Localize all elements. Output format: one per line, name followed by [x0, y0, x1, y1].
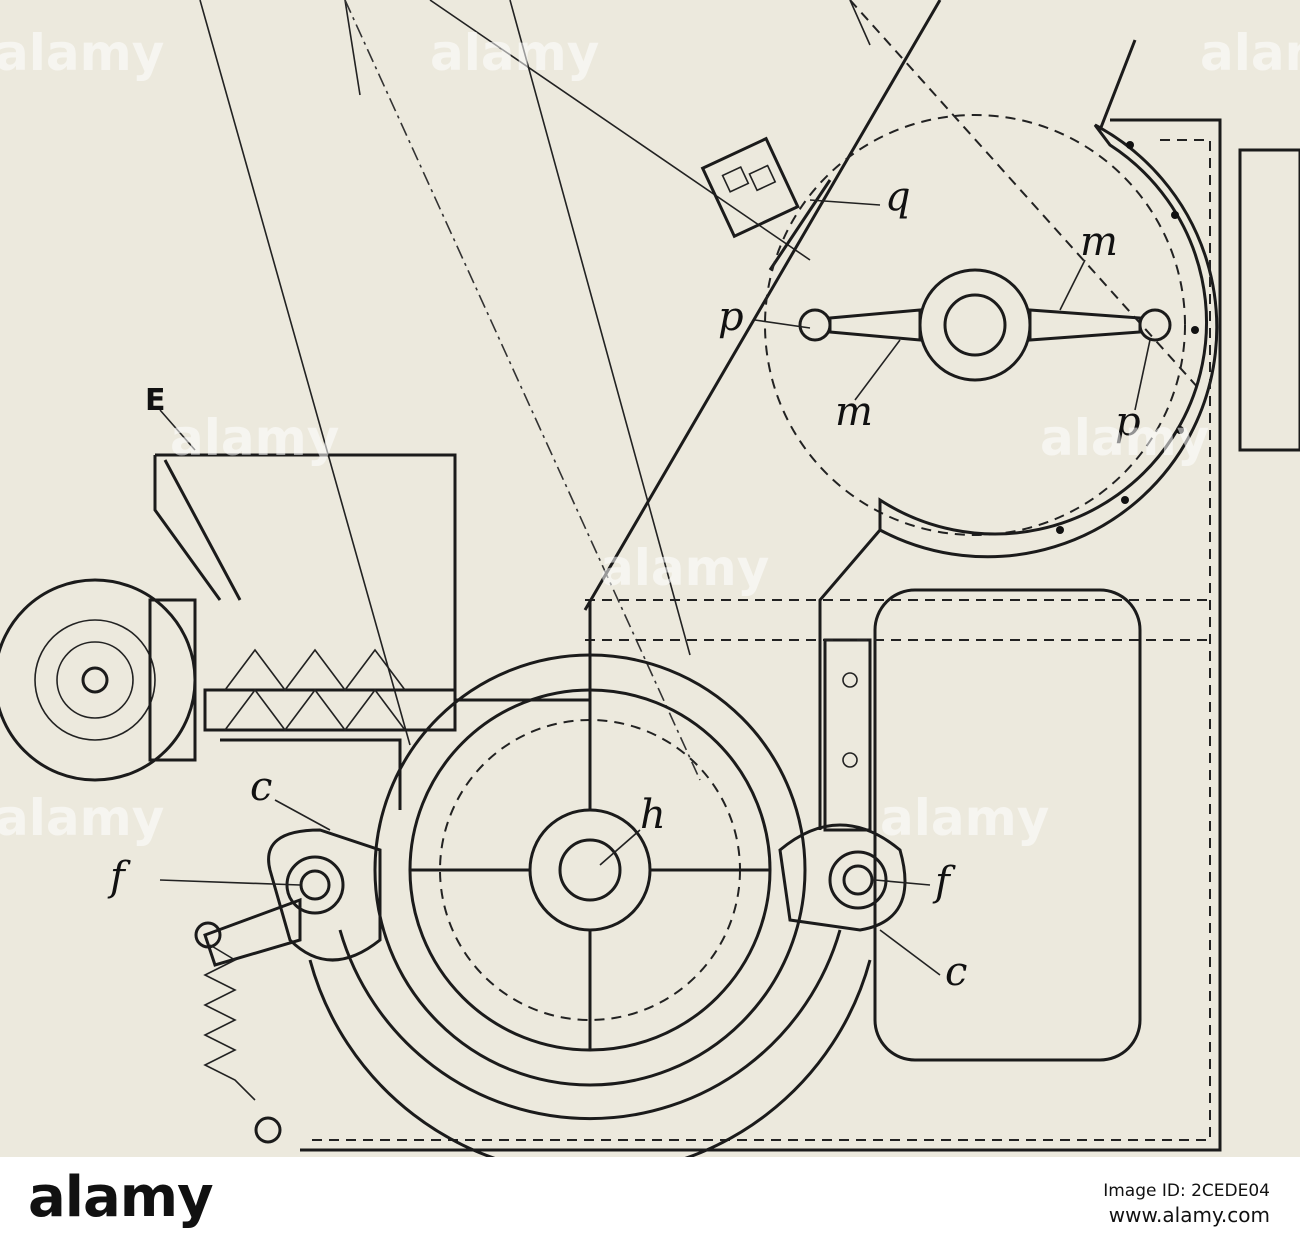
- patent-drawing: E q m p m p c h f f c alamy alamy alamy …: [0, 0, 1300, 1157]
- frame: [585, 529, 1210, 1062]
- switch-gauge: [700, 136, 832, 271]
- svg-text:alamy: alamy: [430, 24, 599, 82]
- footer-url: www.alamy.com: [1108, 1203, 1270, 1227]
- svg-text:alamy: alamy: [0, 789, 164, 847]
- svg-text:alamy: alamy: [600, 539, 769, 597]
- watermark: alamy alamy alamy alamy alamy alamy alam…: [0, 24, 1300, 847]
- upper-rotor: [764, 114, 1186, 536]
- label-f-left: f: [107, 854, 131, 900]
- svg-text:alamy: alamy: [1040, 409, 1209, 467]
- label-m-bottom: m: [835, 389, 873, 435]
- label-h: h: [640, 792, 666, 838]
- main-wheel: [308, 653, 872, 1157]
- hopper-chute: [583, 0, 1201, 611]
- watermark-footer: alamy Image ID: 2CEDE04 www.alamy.com: [0, 1157, 1300, 1247]
- label-p-right: p: [1115, 399, 1141, 445]
- svg-text:alamy: alamy: [0, 24, 164, 82]
- label-p-left: p: [718, 294, 744, 340]
- right-housing: [300, 118, 1300, 1152]
- image-id-label: Image ID: 2CEDE04: [1103, 1181, 1270, 1201]
- label-f-right: f: [932, 859, 956, 905]
- svg-text:alamy: alamy: [880, 789, 1049, 847]
- label-E: E: [145, 383, 166, 418]
- cams: [194, 823, 907, 1144]
- guide-lines: [199, 0, 871, 781]
- label-c-left: c: [250, 764, 272, 810]
- left-pulley: [0, 578, 197, 782]
- image-id-block: Image ID: 2CEDE04 www.alamy.com: [1103, 1179, 1270, 1227]
- label-c-right: c: [945, 949, 967, 995]
- leader-lines: [159, 199, 1151, 976]
- feed-hopper: [153, 453, 592, 810]
- svg-text:alamy: alamy: [170, 409, 339, 467]
- alamy-logo: alamy: [28, 1165, 214, 1230]
- svg-text:alamy: alamy: [1200, 24, 1300, 82]
- label-m-top: m: [1080, 219, 1118, 265]
- label-q: q: [885, 174, 911, 220]
